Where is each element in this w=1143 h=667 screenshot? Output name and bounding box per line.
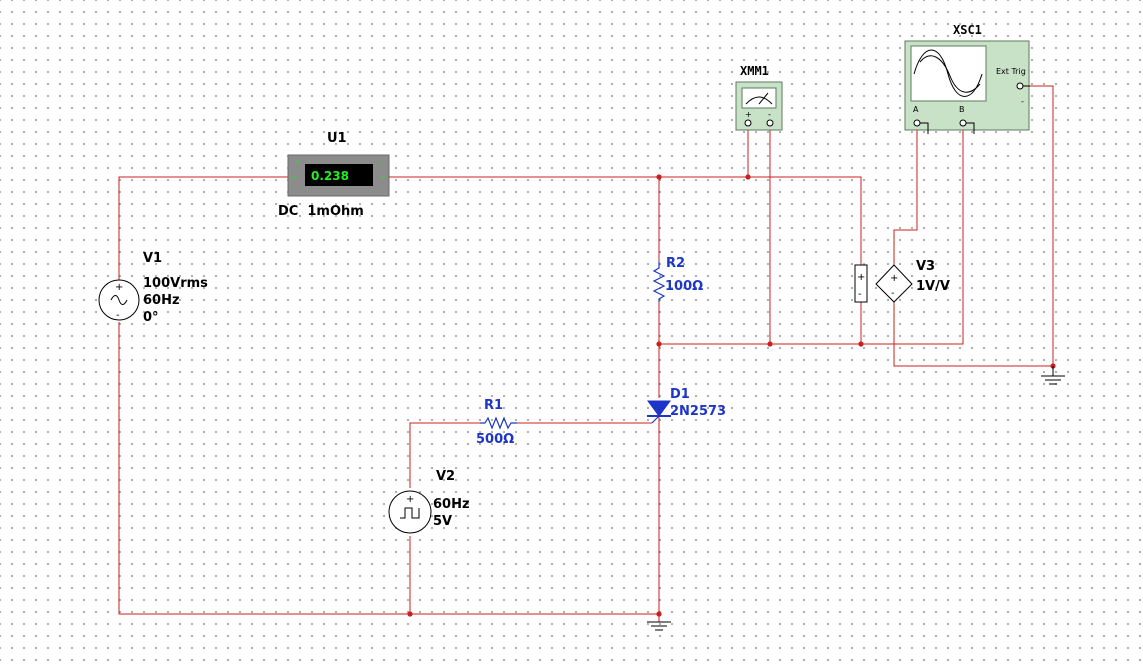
channel-b-label: B	[959, 105, 965, 114]
ammeter-u1[interactable]: 0.238 + - U1 DC 1mOhm	[278, 131, 390, 219]
terminal-channel-b[interactable]	[959, 119, 967, 127]
d1-model: 2N2573	[670, 404, 726, 419]
v3-ref-label: V3	[916, 259, 935, 274]
resistor-zigzag	[480, 416, 517, 430]
v1-ref-label: V1	[143, 251, 162, 266]
xsc-ref-label: XSC1	[953, 23, 982, 37]
ammeter-plus-terminal: +	[294, 157, 302, 167]
v2-amplitude: 5V	[433, 514, 452, 529]
r1-value: 500Ω	[476, 432, 514, 447]
minus-sign: -	[891, 288, 895, 299]
wire-mid-bus[interactable]	[659, 124, 964, 345]
wire-bottom-bus[interactable]	[118, 322, 659, 615]
junction-dot	[407, 611, 413, 617]
plus-sign: +	[890, 273, 898, 284]
plus-sign: +	[406, 494, 414, 505]
meter-arc-icon	[745, 96, 773, 105]
v2-ref-label: V2	[436, 469, 455, 484]
ext-trig-minus: -	[1021, 97, 1024, 106]
waveform-trace-b	[919, 55, 981, 93]
ground-symbol	[647, 621, 671, 631]
resistor-r2[interactable]: R2 100Ω	[652, 256, 703, 302]
wire-ext-trig[interactable]	[1024, 85, 1054, 372]
resistor-r1[interactable]: R1 500Ω	[476, 398, 517, 447]
minus-sign: -	[116, 310, 120, 321]
d1-ref-label: D1	[670, 387, 690, 402]
r2-value: 100Ω	[665, 279, 703, 294]
square-wave-icon	[400, 507, 420, 519]
ammeter-ref-label: U1	[327, 131, 347, 146]
resistor-zigzag	[652, 262, 666, 302]
ac-source-v1[interactable]: + - V1 100Vrms 60Hz 0°	[98, 251, 208, 325]
wire-top-bus[interactable]	[389, 176, 862, 265]
junctions	[407, 174, 1056, 617]
wires	[118, 85, 1054, 622]
terminal-plus[interactable]	[744, 119, 752, 127]
diode-triangle	[647, 400, 671, 417]
wire-v1-top[interactable]	[118, 176, 288, 282]
multimeter-xmm1[interactable]: + - XMM1	[735, 64, 783, 131]
dependent-source-v3[interactable]: + - + - V3 1V/V	[854, 259, 950, 303]
junction-dot	[767, 341, 773, 347]
v3-gain: 1V/V	[916, 279, 950, 294]
channel-a-minus-lead	[920, 122, 929, 134]
minus-sign: -	[858, 289, 862, 300]
ammeter-mode-label: DC 1mOhm	[278, 204, 364, 219]
terminal-ext-trig[interactable]	[1016, 82, 1024, 90]
oscilloscope-xsc1[interactable]: XSC1 Ext Trig A B -	[904, 23, 1030, 134]
terminal-channel-a[interactable]	[913, 119, 921, 127]
plus-sign: +	[115, 282, 123, 293]
channel-b-minus-lead	[966, 122, 975, 134]
r2-ref-label: R2	[666, 256, 685, 271]
plus-sign: +	[857, 272, 865, 283]
thyristor-d1[interactable]: D1 2N2573	[647, 387, 726, 424]
v1-amplitude: 100Vrms	[143, 276, 208, 291]
wire-v3-ground[interactable]	[893, 302, 1053, 367]
junction-dot	[745, 174, 751, 180]
r1-ref-label: R1	[484, 398, 503, 413]
wire-r1-v2[interactable]	[409, 422, 480, 488]
pulse-source-v2[interactable]: + V2 60Hz 5V	[388, 469, 470, 534]
channel-a-label: A	[913, 105, 919, 114]
ammeter-minus-terminal: -	[379, 157, 382, 167]
sine-icon	[110, 295, 128, 305]
v1-frequency: 60Hz	[143, 293, 180, 308]
diamond-icon	[875, 264, 913, 303]
xmm-ref-label: XMM1	[740, 64, 769, 78]
junction-dot	[656, 174, 662, 180]
junction-dot	[656, 611, 662, 617]
junction-dot	[656, 341, 662, 347]
ground-symbol	[1041, 375, 1065, 385]
terminal-minus[interactable]	[766, 119, 774, 127]
waveform-trace-a	[913, 49, 983, 97]
ammeter-reading: 0.238	[311, 169, 349, 183]
sense-terminal-box	[854, 264, 868, 303]
xmm-plus-label: +	[745, 110, 752, 119]
junction-dot	[858, 341, 864, 347]
xmm-minus-label: -	[768, 110, 771, 119]
wire-v3-scope-a[interactable]	[893, 124, 918, 265]
v2-frequency: 60Hz	[433, 497, 470, 512]
ext-trig-label: Ext Trig	[996, 67, 1026, 76]
v1-phase: 0°	[143, 310, 159, 325]
